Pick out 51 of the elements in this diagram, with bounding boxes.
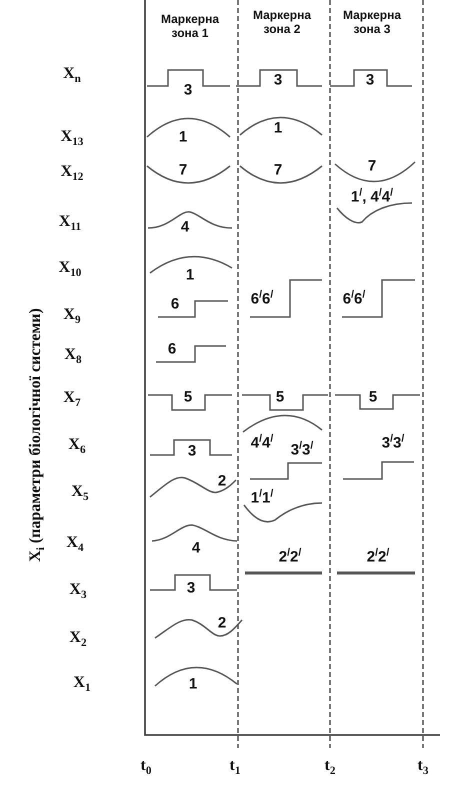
parameter-label: X$_{13}$	[60, 128, 84, 146]
curve-number: 3	[274, 72, 282, 88]
parameter-label: X$_{1}$	[73, 674, 91, 692]
time-label: t$_{2}$	[324, 757, 336, 775]
curve-number: 7	[368, 158, 376, 174]
curve-number: 2	[218, 472, 226, 490]
curve-number: 3$^{/}$3$^{/}$	[382, 434, 404, 452]
curve-number: 1$^{/}$1$^{/}$	[250, 490, 274, 506]
time-label: t$_{1}$	[230, 757, 240, 775]
curve-number: 7	[274, 162, 282, 178]
curve-number: 5	[276, 388, 284, 406]
curve-number: 1	[178, 128, 188, 146]
parameter-label: X$_{6}$	[68, 436, 86, 454]
curve-number: 5	[184, 388, 192, 406]
curve-number: 4$^{/}$4$^{/}$	[250, 434, 274, 452]
parameter-label: X$_{9}$	[63, 306, 81, 324]
curve-number: 2$^{/}$2$^{/}$	[366, 548, 390, 566]
curve-number: 2$^{/}$2$^{/}$	[278, 548, 302, 566]
curve-number: 3	[188, 442, 196, 460]
parameter-label: X$_{8}$	[64, 346, 82, 364]
time-label: t$_{0}$	[140, 757, 152, 775]
parameter-label: X$_{2}$	[69, 629, 87, 647]
parameter-label: X$_{n}$	[63, 65, 81, 83]
parameter-label: X$_{12}$	[60, 163, 84, 181]
curve-number: 4	[192, 540, 200, 556]
parameter-label: X$_{7}$	[63, 389, 81, 407]
curve-number: 1	[274, 120, 282, 136]
parameter-label: X$_{3}$	[69, 581, 87, 599]
zone-header: Маркерна зона 1	[160, 12, 220, 40]
parameter-label: X$_{4}$	[66, 534, 84, 552]
parameter-label: X$_{10}$	[58, 259, 82, 277]
curve-number: 4	[180, 218, 190, 236]
curve-number: 1	[188, 676, 198, 692]
curve-number: 5	[368, 388, 378, 406]
curve-number: 1$^{/}$, 4$^{/}$4$^{/}$	[350, 188, 394, 206]
zone-header: Маркерна зона 3	[342, 8, 402, 36]
parameter-label: X$_{11}$	[58, 213, 82, 231]
curve-number: 6	[170, 296, 180, 312]
curve-number: 6$^{/}$6$^{/}$	[342, 290, 366, 308]
curve-number: 1	[186, 266, 194, 284]
curve-number: 6$^{/}$6$^{/}$	[250, 290, 274, 308]
curve-number: 2	[218, 614, 226, 632]
curve-number: 3	[184, 82, 192, 98]
time-label: t$_{3}$	[418, 757, 428, 775]
curve-number: 7	[178, 162, 188, 178]
curve-number: 6	[168, 340, 176, 358]
curve-number: 3	[186, 580, 196, 596]
zone-header: Маркерна зона 2	[252, 8, 312, 36]
parameter-label: X$_{5}$	[71, 483, 89, 501]
curve-number: 3	[366, 72, 374, 88]
curve-number: 3$^{/}$3$^{/}$	[290, 442, 314, 458]
